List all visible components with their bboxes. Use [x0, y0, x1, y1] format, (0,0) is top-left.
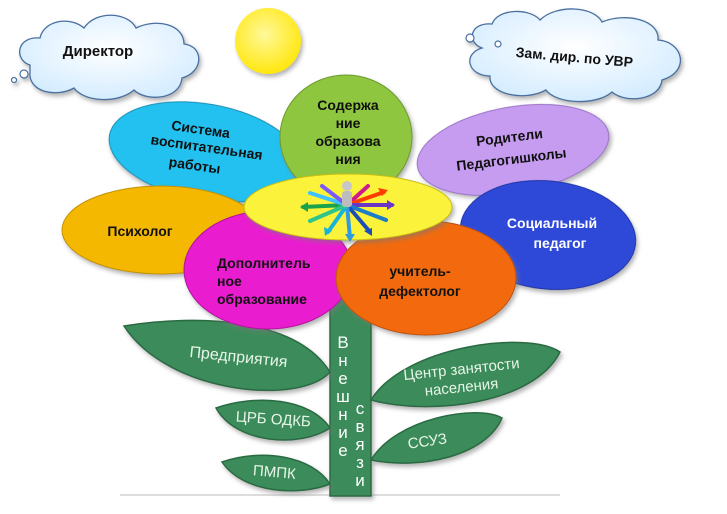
petal-lower-left-label-1: Дополнитель: [217, 255, 311, 271]
petal-lower-right-label-2: дефектолог: [379, 283, 461, 299]
petal-top-label-4: ния: [335, 151, 360, 167]
petal-right-label-1: Социальный: [507, 215, 597, 231]
cloud-right: [465, 8, 681, 103]
petal-lower-left-label-2: ное: [217, 273, 242, 289]
petal-top-label-1: Содержа: [317, 97, 379, 113]
petal-left-label: Психолог: [107, 223, 172, 239]
petal-top-label-2: ние: [336, 115, 361, 131]
cloud-left: [10, 14, 200, 101]
sun: [235, 8, 301, 74]
leaf-ssuz: [369, 412, 503, 464]
cloud-left-label: Директор: [63, 43, 133, 60]
petal-lower-left-label-3: образование: [217, 291, 307, 307]
svg-text:с: с: [356, 399, 365, 418]
leaf-pmpk: [220, 454, 332, 492]
svg-text:н: н: [338, 351, 347, 370]
svg-text:и: и: [355, 471, 365, 490]
svg-text:и: и: [338, 423, 348, 442]
svg-text:з: з: [356, 453, 364, 472]
petal-top-label-3: образова: [315, 133, 380, 149]
leaf-ssuz-label: ССУЗ: [407, 430, 448, 452]
svg-text:е: е: [338, 369, 347, 388]
stem-label-col1: В н е ш н и е: [336, 333, 350, 460]
svg-text:в: в: [355, 417, 364, 436]
stem-label-col2: с в я з и: [355, 399, 365, 490]
svg-text:В: В: [337, 333, 348, 352]
person-icon: [342, 181, 352, 207]
svg-text:е: е: [338, 441, 347, 460]
leaf-hospital-label: ЦРБ ОДКБ: [235, 408, 311, 430]
leaf-enterprises: [122, 319, 331, 392]
petal-right-label-2: педагог: [534, 235, 587, 251]
leaf-pmpk-label: ПМПК: [252, 462, 296, 483]
svg-text:ш: ш: [336, 387, 350, 406]
leaf-hospital: [214, 399, 332, 441]
petal-lower-right-label-1: учитель-: [389, 263, 451, 279]
petal-upper-left-label-3: работы: [168, 154, 222, 177]
svg-text:я: я: [355, 435, 364, 454]
leaf-employment-center: [369, 341, 561, 408]
svg-text:н: н: [338, 405, 347, 424]
